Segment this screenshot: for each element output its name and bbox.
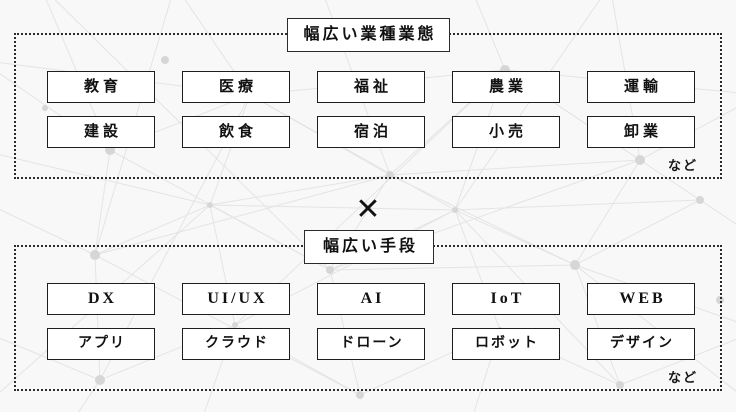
multiply-icon: ✕ — [355, 193, 381, 226]
tag-box[interactable]: 医療 — [182, 71, 290, 103]
tag-box[interactable]: アプリ — [47, 328, 155, 360]
tag-box[interactable]: 建設 — [47, 116, 155, 148]
tag-box[interactable]: ロボット — [452, 328, 560, 360]
tag-box[interactable]: ドローン — [317, 328, 425, 360]
tag-box[interactable]: 小売 — [452, 116, 560, 148]
tag-box[interactable]: 飲食 — [182, 116, 290, 148]
tag-box[interactable]: DX — [47, 283, 155, 315]
tag-box[interactable]: UI/UX — [182, 283, 290, 315]
tag-box[interactable]: IoT — [452, 283, 560, 315]
methods-etc-note: など — [668, 370, 699, 385]
tag-box[interactable]: 教育 — [47, 71, 155, 103]
tag-box[interactable]: 宿泊 — [317, 116, 425, 148]
industries-tag-grid: 教育 医療 福祉 農業 運輸 建設 飲食 宿泊 小売 卸業 — [47, 71, 695, 148]
tag-box[interactable]: WEB — [587, 283, 695, 315]
tag-box[interactable]: クラウド — [182, 328, 290, 360]
industries-heading: 幅広い業種業態 — [287, 18, 450, 52]
methods-heading: 幅広い手段 — [304, 230, 434, 264]
tag-box[interactable]: 卸業 — [587, 116, 695, 148]
methods-tag-grid: DX UI/UX AI IoT WEB アプリ クラウド ドローン ロボット デ… — [47, 283, 695, 360]
industries-etc-note: など — [668, 158, 699, 173]
tag-box[interactable]: 運輸 — [587, 71, 695, 103]
tag-box[interactable]: 農業 — [452, 71, 560, 103]
tag-box[interactable]: 福祉 — [317, 71, 425, 103]
tag-box[interactable]: AI — [317, 283, 425, 315]
tag-box[interactable]: デザイン — [587, 328, 695, 360]
